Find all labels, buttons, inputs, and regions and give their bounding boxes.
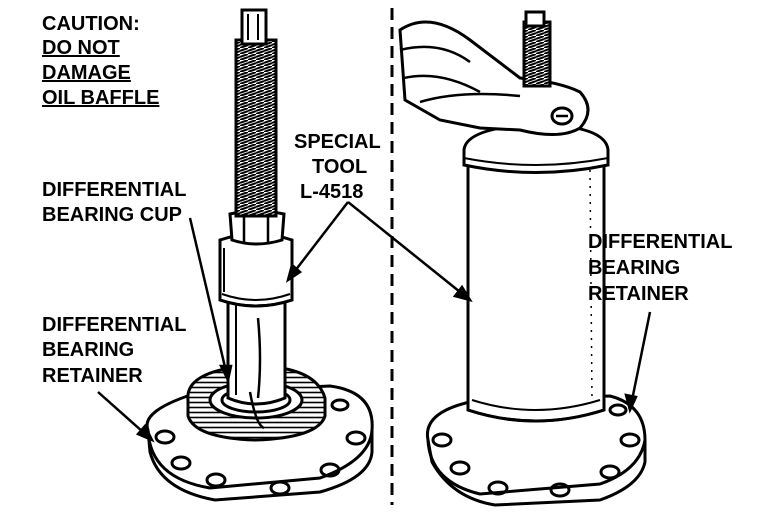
right-bolt-hole bbox=[449, 460, 471, 476]
right-tool-stud bbox=[522, 20, 552, 88]
right-view bbox=[398, 10, 647, 507]
label-text: DIFFERENTIAL bbox=[42, 314, 186, 336]
caution-title: CAUTION: bbox=[42, 13, 140, 35]
label-text: BEARING CUP bbox=[42, 204, 182, 226]
right-bolt-hole bbox=[431, 432, 453, 448]
left-bolt-hole bbox=[345, 430, 367, 446]
label-text: DIFFERENTIAL bbox=[42, 179, 186, 201]
right-cylinder-rim bbox=[462, 122, 610, 174]
caution-note: CAUTION: DO NOT DAMAGE OIL BAFFLE bbox=[42, 13, 159, 109]
label-text: RETAINER bbox=[42, 365, 143, 387]
label-right-retainer: DIFFERENTIAL BEARING RETAINER bbox=[588, 231, 732, 305]
left-bolt-hole bbox=[330, 398, 350, 412]
left-bolt-hole bbox=[154, 429, 176, 445]
label-left-retainer: DIFFERENTIAL BEARING RETAINER bbox=[42, 314, 186, 387]
left-tool-threaded-screw bbox=[234, 38, 278, 218]
label-special-tool: SPECIAL TOOL L-4518 bbox=[294, 131, 381, 203]
left-bolt-hole bbox=[205, 472, 227, 488]
caution-line: OIL BAFFLE bbox=[42, 87, 159, 109]
label-text: SPECIAL bbox=[294, 131, 381, 153]
leader-cup bbox=[188, 217, 230, 381]
left-tool-body bbox=[226, 300, 287, 406]
left-bolt-hole bbox=[170, 455, 192, 471]
right-bolt-hole bbox=[619, 432, 641, 448]
leader-tool-right bbox=[347, 201, 471, 301]
right-tool-cylinder bbox=[466, 160, 606, 423]
label-text: DIFFERENTIAL bbox=[588, 231, 732, 253]
label-bearing-cup: DIFFERENTIAL BEARING CUP bbox=[42, 179, 186, 226]
label-text: L-4518 bbox=[300, 181, 363, 203]
label-text: BEARING bbox=[42, 339, 134, 361]
caution-line: DO NOT bbox=[42, 37, 120, 59]
right-bolt-hole bbox=[608, 403, 628, 417]
leader-lines bbox=[97, 201, 652, 443]
right-bolt-hole bbox=[599, 464, 621, 480]
right-bolt-hole bbox=[487, 480, 509, 496]
label-text: BEARING bbox=[588, 257, 680, 279]
label-text: TOOL bbox=[312, 156, 367, 178]
left-view bbox=[145, 8, 374, 502]
right-bolt-hole bbox=[549, 482, 571, 498]
caution-line: DAMAGE bbox=[42, 62, 131, 84]
leader-right-retainer bbox=[628, 311, 652, 411]
left-bolt-hole bbox=[319, 462, 341, 478]
label-text: RETAINER bbox=[588, 283, 689, 305]
right-tool-handle bbox=[398, 20, 590, 136]
leader-tool-left bbox=[287, 201, 349, 281]
left-flange-edge bbox=[146, 429, 374, 502]
left-bolt-hole bbox=[269, 480, 291, 496]
